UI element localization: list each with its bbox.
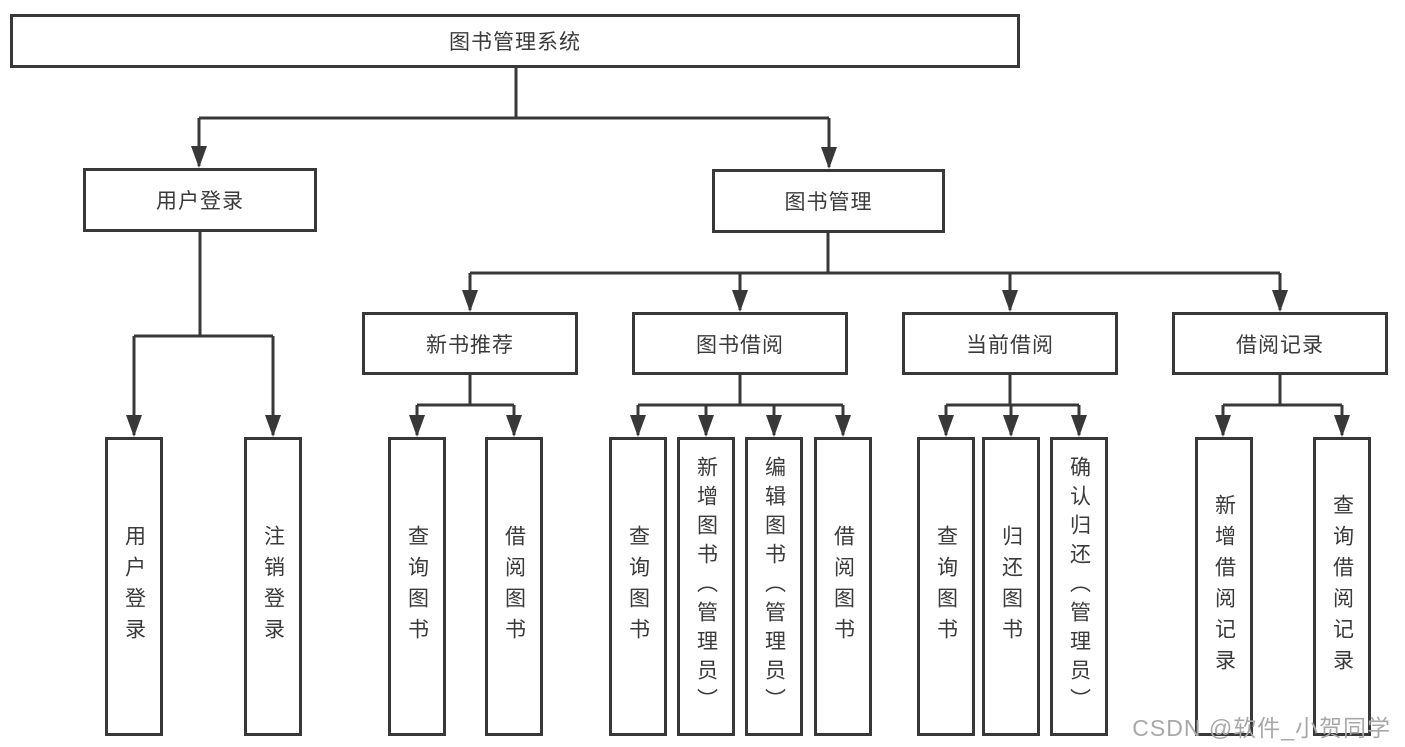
leaf-query-books-borrow-label: 查询图书 [626,524,650,649]
leaf-query-books-borrow: 查询图书 [609,437,667,736]
leaf-add-borrow-record-label: 新增借阅记录 [1212,493,1236,680]
leaf-borrow-books: 借阅图书 [814,437,872,736]
leaf-logout: 注销登录 [244,437,302,736]
node-library-management-system: 图书管理系统 [10,14,1020,68]
leaf-user-login-label: 用户登录 [122,524,146,649]
node-user-login: 用户登录 [83,168,317,232]
node-book-borrowing: 图书借阅 [632,312,848,375]
leaf-edit-books-admin: 编辑图书（管理员） [745,437,803,736]
node-borrowing-records: 借阅记录 [1172,312,1388,375]
leaf-query-books-current-label: 查询图书 [934,524,958,649]
leaf-borrow-books-label: 借阅图书 [831,524,855,649]
node-new-book-recommendation: 新书推荐 [362,312,578,375]
node-current-borrowing: 当前借阅 [902,312,1118,375]
leaf-borrow-books-recommend-label: 借阅图书 [502,524,526,649]
leaf-confirm-return-admin-label: 确认归还（管理员） [1067,456,1091,717]
leaf-query-books-recommend-label: 查询图书 [405,524,429,649]
csdn-watermark: CSDN @软件_小贺同学 [1132,715,1391,741]
leaf-confirm-return-admin: 确认归还（管理员） [1050,437,1108,736]
leaf-query-books-current: 查询图书 [917,437,975,736]
leaf-user-login: 用户登录 [105,437,163,736]
leaf-return-books-label: 归还图书 [999,524,1023,649]
leaf-add-borrow-record: 新增借阅记录 [1195,437,1253,736]
leaf-query-borrow-record: 查询借阅记录 [1313,437,1371,736]
leaf-query-books-recommend: 查询图书 [388,437,446,736]
leaf-return-books: 归还图书 [982,437,1040,736]
connector-lines [132,68,1344,435]
node-book-management: 图书管理 [712,169,945,233]
leaf-add-books-admin: 新增图书（管理员） [677,437,735,736]
leaf-borrow-books-recommend: 借阅图书 [485,437,543,736]
leaf-add-books-admin-label: 新增图书（管理员） [694,456,718,717]
leaf-query-borrow-record-label: 查询借阅记录 [1330,493,1354,680]
leaf-logout-label: 注销登录 [261,524,285,649]
leaf-edit-books-admin-label: 编辑图书（管理员） [762,456,786,717]
